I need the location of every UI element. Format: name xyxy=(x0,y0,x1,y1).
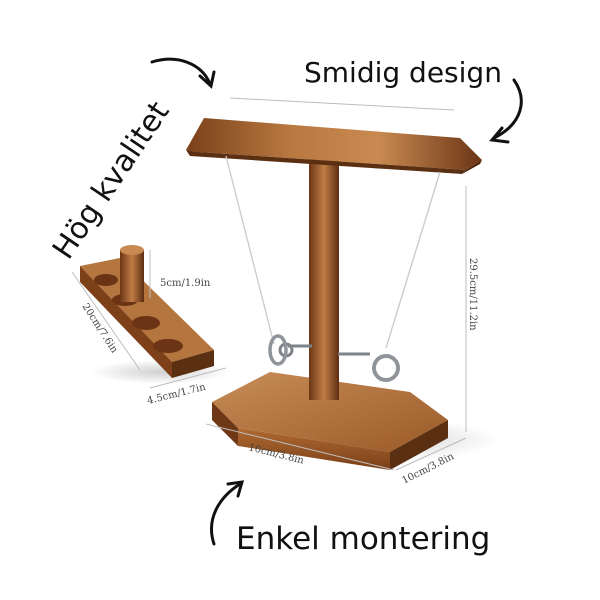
ring-right xyxy=(372,354,400,382)
dim-line-base-depth xyxy=(395,437,467,471)
dim-line-base-width xyxy=(205,423,395,471)
arrow-bottom-icon xyxy=(210,482,242,546)
arrow-top-left-icon xyxy=(150,57,212,86)
dim-line-top xyxy=(229,97,455,111)
dim-line-holder-width xyxy=(149,367,227,389)
arrow-top-right-icon xyxy=(492,78,523,140)
string-right xyxy=(385,171,441,349)
label-stand-height: 29.5cm/11.2in xyxy=(467,258,478,331)
label-holder-height: 5cm/1.9in xyxy=(160,278,211,289)
string-left xyxy=(225,155,275,345)
label-holder-width: 4.5cm/1.7in xyxy=(146,382,207,407)
stand-crossbar xyxy=(186,118,482,174)
stand-pole xyxy=(309,158,339,400)
callout-smooth-design: Smidig design xyxy=(304,56,502,89)
shot-glass-holder xyxy=(80,245,214,378)
dim-line-holder-length xyxy=(71,271,141,371)
ring-left xyxy=(268,334,288,366)
callout-easy-assembly: Enkel montering xyxy=(236,521,491,557)
